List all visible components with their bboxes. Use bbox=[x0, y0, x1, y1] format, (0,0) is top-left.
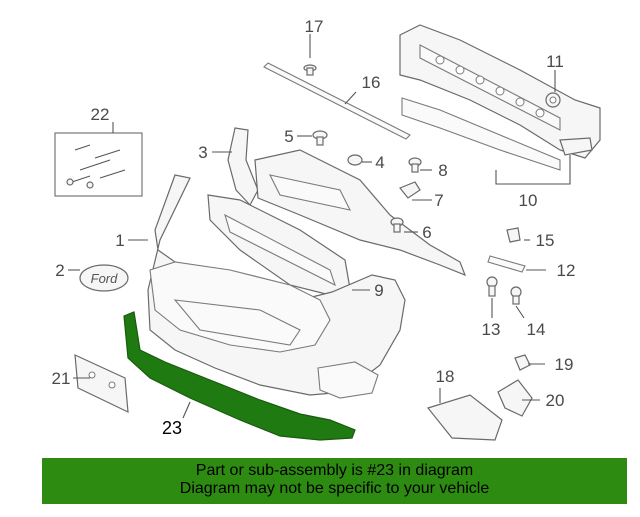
info-banner: Part or sub-assembly is #23 in diagram D… bbox=[42, 458, 627, 504]
callout-16: 16 bbox=[362, 73, 381, 92]
banner-line-2: Diagram may not be specific to your vehi… bbox=[179, 480, 490, 497]
callout-2: 2 bbox=[55, 261, 64, 280]
callout-17: 17 bbox=[305, 17, 324, 36]
part-11-nut bbox=[545, 92, 561, 108]
part-22-hardware-kit bbox=[54, 132, 143, 197]
part-5-screw bbox=[312, 130, 328, 146]
callout-11: 11 bbox=[546, 52, 564, 71]
callout-5: 5 bbox=[284, 127, 293, 146]
callout-7: 7 bbox=[434, 191, 443, 210]
part-23-lower-spoiler bbox=[123, 311, 356, 441]
part-6-clip bbox=[390, 217, 404, 233]
callout-8: 8 bbox=[438, 161, 447, 180]
part-upper-bracket bbox=[254, 149, 467, 277]
part-12-strip bbox=[487, 255, 526, 273]
part-7-bracket bbox=[399, 181, 421, 199]
part-15-clip bbox=[506, 227, 521, 243]
callout-10: 10 bbox=[519, 191, 538, 210]
callout-1: 1 bbox=[115, 231, 124, 250]
part-4-clip bbox=[347, 154, 363, 166]
part-8-clip bbox=[408, 157, 422, 173]
part-13-bolt bbox=[486, 276, 498, 297]
part-21-plate-bracket bbox=[74, 354, 129, 413]
callout-3: 3 bbox=[198, 143, 207, 162]
part-9-grille bbox=[207, 194, 353, 301]
banner-line-1: Part or sub-assembly is #23 in diagram bbox=[195, 462, 474, 479]
part-18-lamp-bezel bbox=[426, 394, 503, 441]
part-2-emblem: Ford bbox=[79, 264, 129, 292]
part-17-clip bbox=[303, 64, 317, 76]
part-19-clip bbox=[514, 354, 531, 371]
callout-4: 4 bbox=[375, 153, 384, 172]
callout-12: 12 bbox=[557, 261, 576, 280]
callout-18: 18 bbox=[436, 367, 455, 386]
callout-21: 21 bbox=[52, 369, 71, 388]
part-1-bumper-cover bbox=[147, 174, 406, 399]
emblem-text: Ford bbox=[91, 271, 119, 286]
callout-6: 6 bbox=[422, 223, 431, 242]
callout-14: 14 bbox=[527, 320, 546, 339]
callout-23: 23 bbox=[162, 418, 182, 438]
callout-labels: 17 16 11 22 5 3 4 8 7 10 6 1 15 2 12 9 1… bbox=[52, 17, 576, 438]
part-10-reinforcement bbox=[399, 24, 601, 171]
callout-9: 9 bbox=[374, 281, 383, 300]
callout-19: 19 bbox=[555, 355, 574, 374]
part-14-bolt bbox=[510, 286, 522, 305]
callout-22: 22 bbox=[91, 105, 110, 124]
part-16-molding bbox=[263, 62, 411, 140]
leader-10 bbox=[495, 155, 571, 185]
callout-20: 20 bbox=[546, 391, 565, 410]
part-3-bracket bbox=[227, 127, 259, 207]
callout-13: 13 bbox=[482, 320, 501, 339]
part-20-lamp-bezel bbox=[497, 379, 533, 417]
callout-15: 15 bbox=[536, 231, 555, 250]
leader-lines bbox=[68, 34, 556, 419]
